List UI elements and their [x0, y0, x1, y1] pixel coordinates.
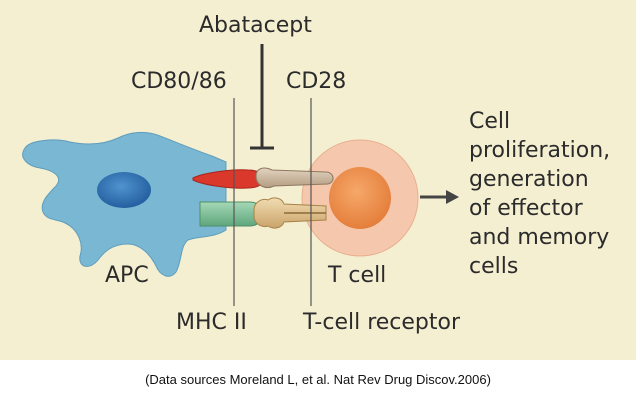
outcome-line: and memory	[469, 225, 610, 250]
abatacept-label: Abatacept	[199, 13, 312, 38]
mhc-ii-label: MHC II	[176, 310, 247, 335]
diagram-canvas	[0, 0, 636, 360]
t-cell-inner	[329, 167, 391, 229]
cd28-molecule	[255, 167, 334, 189]
outcome-arrow-head	[446, 190, 459, 204]
outcome-line: proliferation,	[469, 138, 611, 163]
apc-nucleus	[97, 172, 151, 208]
immune-synapse-figure: Abatacept CD80/86 CD28 APC T cell MHC II…	[0, 0, 636, 360]
outcome-label: Cell proliferation, generation of effect…	[469, 107, 610, 281]
outcome-line: cells	[469, 254, 519, 279]
apc-label: APC	[105, 263, 149, 288]
outcome-line: of effector	[469, 196, 583, 221]
t-cell-label: T cell	[328, 263, 387, 288]
cd28-label: CD28	[286, 69, 347, 94]
mhc-ii-molecule	[199, 201, 263, 227]
outcome-line: Cell	[469, 109, 511, 134]
t-cell-receptor-label: T-cell receptor	[303, 310, 461, 335]
source-caption: (Data sources Moreland L, et al. Nat Rev…	[145, 372, 491, 387]
cd80-86-label: CD80/86	[131, 69, 227, 94]
outcome-line: generation	[469, 167, 589, 192]
